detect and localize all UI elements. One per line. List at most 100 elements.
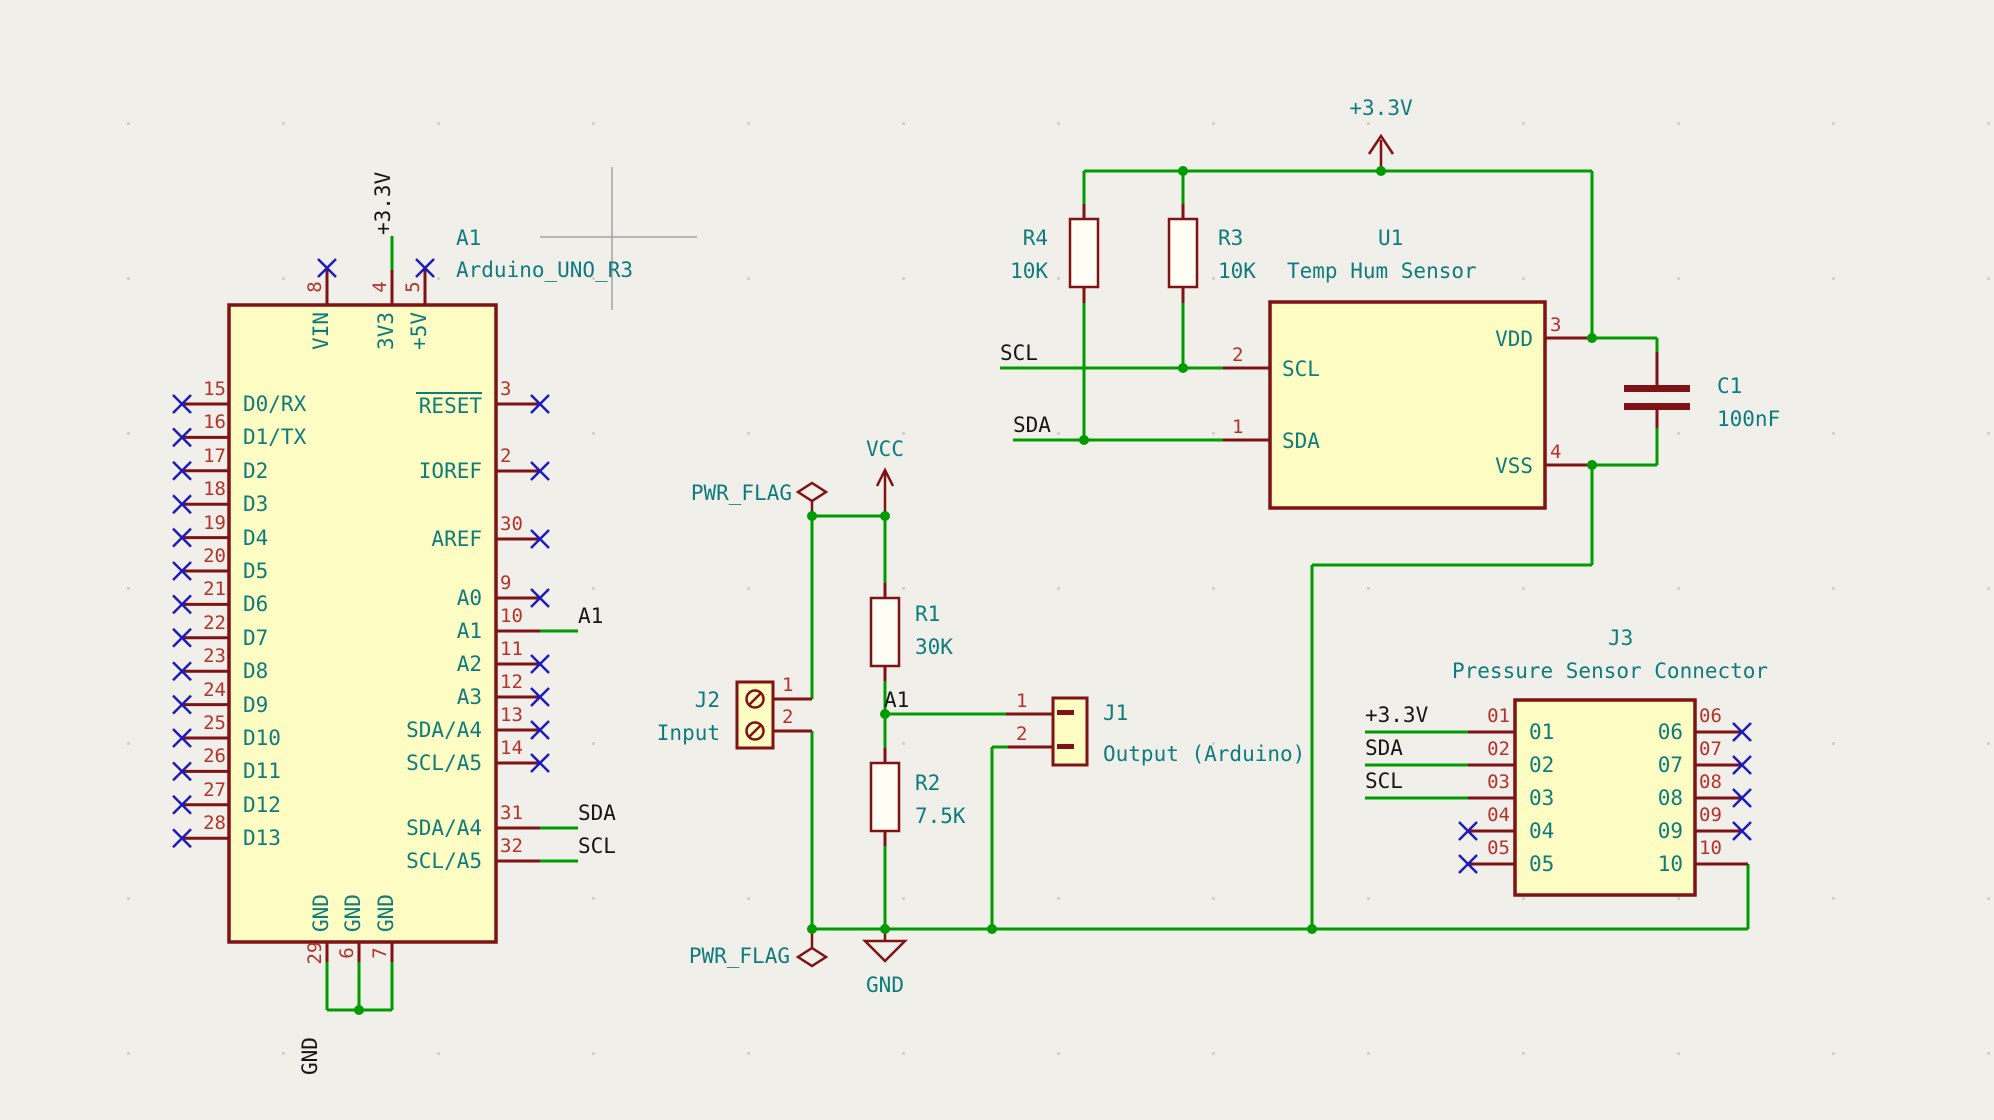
net-label-3v3[interactable]: +3.3V [371,171,395,235]
no-connect-icon[interactable] [317,258,337,278]
j1-body[interactable] [1051,696,1089,767]
r2-value[interactable]: 7.5K [915,804,966,828]
pwr-flag-label[interactable]: PWR_FLAG [690,481,792,505]
junction-dot[interactable] [354,1005,364,1015]
junction-dot[interactable] [987,924,997,934]
resistor-r3[interactable] [1167,217,1199,289]
no-connect-icon[interactable] [172,661,192,682]
pwr-flag-icon[interactable] [795,946,829,968]
r1-ref[interactable]: R1 [915,602,941,626]
j3-value[interactable]: Pressure Sensor Connector [1452,659,1769,683]
pwr-flag-label[interactable]: PWR_FLAG [688,944,790,968]
capacitor-c1[interactable] [1624,403,1690,410]
junction-dot[interactable] [1079,435,1089,445]
net-label[interactable]: SCL [1365,769,1403,793]
junction-dot[interactable] [880,924,890,934]
no-connect-icon[interactable] [172,594,192,615]
no-connect-icon[interactable] [172,761,192,782]
u1-value[interactable]: Temp Hum Sensor [1287,259,1477,283]
no-connect-icon[interactable] [530,720,550,740]
r1-value[interactable]: 30K [915,635,953,659]
r3-ref[interactable]: R3 [1218,226,1244,250]
no-connect-icon[interactable] [172,627,192,648]
no-connect-icon[interactable] [172,828,192,849]
r2-ref[interactable]: R2 [915,771,941,795]
no-connect-icon[interactable] [530,529,550,549]
u1-ref[interactable]: U1 [1378,226,1404,250]
arduino-value[interactable]: Arduino_UNO_R3 [456,258,634,282]
junction-dot[interactable] [1376,166,1386,176]
screw-terminal-icon [745,721,765,741]
no-connect-icon[interactable] [172,794,192,815]
no-connect-icon[interactable] [172,427,192,448]
pin-name: SCL [1282,357,1320,381]
j2-ref[interactable]: J2 [694,688,720,712]
no-connect-icon[interactable] [172,460,192,481]
pwr-flag-icon[interactable] [795,481,829,503]
no-connect-icon[interactable] [1732,755,1752,775]
gnd-label[interactable]: GND [866,973,904,997]
junction-dot[interactable] [1178,166,1188,176]
junction-dot[interactable] [1587,460,1597,470]
junction-dot[interactable] [1307,924,1317,934]
no-connect-icon[interactable] [1732,788,1752,808]
j3-body[interactable] [1513,698,1697,897]
no-connect-icon[interactable] [172,527,192,548]
r4-value[interactable]: 10K [1010,259,1048,283]
pin-name: SCL/A5 [406,849,482,873]
no-connect-icon[interactable] [1732,722,1752,742]
no-connect-icon[interactable] [1732,821,1752,841]
net-label[interactable]: +3.3V [1365,703,1429,727]
no-connect-icon[interactable] [172,394,192,414]
no-connect-icon[interactable] [530,654,550,674]
no-connect-icon[interactable] [415,258,435,278]
net-label[interactable]: SCL [578,834,616,858]
no-connect-icon[interactable] [530,588,550,608]
j3-ref[interactable]: J3 [1608,626,1634,650]
capacitor-c1[interactable] [1624,385,1690,392]
j1-ref[interactable]: J1 [1103,701,1129,725]
j2-value[interactable]: Input [656,721,720,745]
net-label[interactable]: A1 [578,604,604,628]
net-label-sda[interactable]: SDA [1013,413,1051,437]
junction-dot[interactable] [807,924,817,934]
resistor-r1[interactable] [869,596,901,668]
vcc-label[interactable]: VCC [866,437,904,461]
no-connect-icon[interactable] [530,394,550,414]
no-connect-icon[interactable] [172,694,192,715]
resistor-r2[interactable] [869,761,901,833]
c1-value[interactable]: 100nF [1717,407,1781,431]
no-connect-icon[interactable] [530,687,550,707]
no-connect-icon[interactable] [172,561,192,581]
no-connect-icon[interactable] [530,461,550,481]
j1-value[interactable]: Output (Arduino) [1103,742,1306,766]
arduino-body[interactable] [227,303,498,944]
junction-dot[interactable] [1178,363,1188,373]
net-label-scl[interactable]: SCL [1000,341,1038,365]
net-label-gnd[interactable]: GND [298,1037,322,1075]
no-connect-icon[interactable] [530,753,550,773]
j2-body[interactable] [735,680,775,750]
junction-dot[interactable] [880,511,890,521]
r3-value[interactable]: 10K [1218,259,1256,283]
no-connect-icon[interactable] [1458,854,1478,874]
resistor-r4[interactable] [1068,217,1100,289]
pin-number: 18 [203,478,226,501]
arduino-ref[interactable]: A1 [456,226,482,250]
c1-ref[interactable]: C1 [1717,374,1743,398]
net-label-a1[interactable]: A1 [884,688,910,712]
pin-number: 8 [304,281,326,293]
p3v3-label[interactable]: +3.3V [1349,96,1413,120]
junction-dot[interactable] [880,709,890,719]
u1-body[interactable] [1268,300,1547,510]
net-label[interactable]: SDA [1365,736,1403,760]
net-label[interactable]: SDA [578,801,616,825]
junction-dot[interactable] [807,511,817,521]
r4-ref[interactable]: R4 [1022,226,1048,250]
pin-number: 17 [203,444,226,467]
no-connect-icon[interactable] [1458,821,1478,841]
junction-dot[interactable] [1587,333,1597,343]
no-connect-icon[interactable] [172,494,192,515]
no-connect-icon[interactable] [172,728,192,748]
